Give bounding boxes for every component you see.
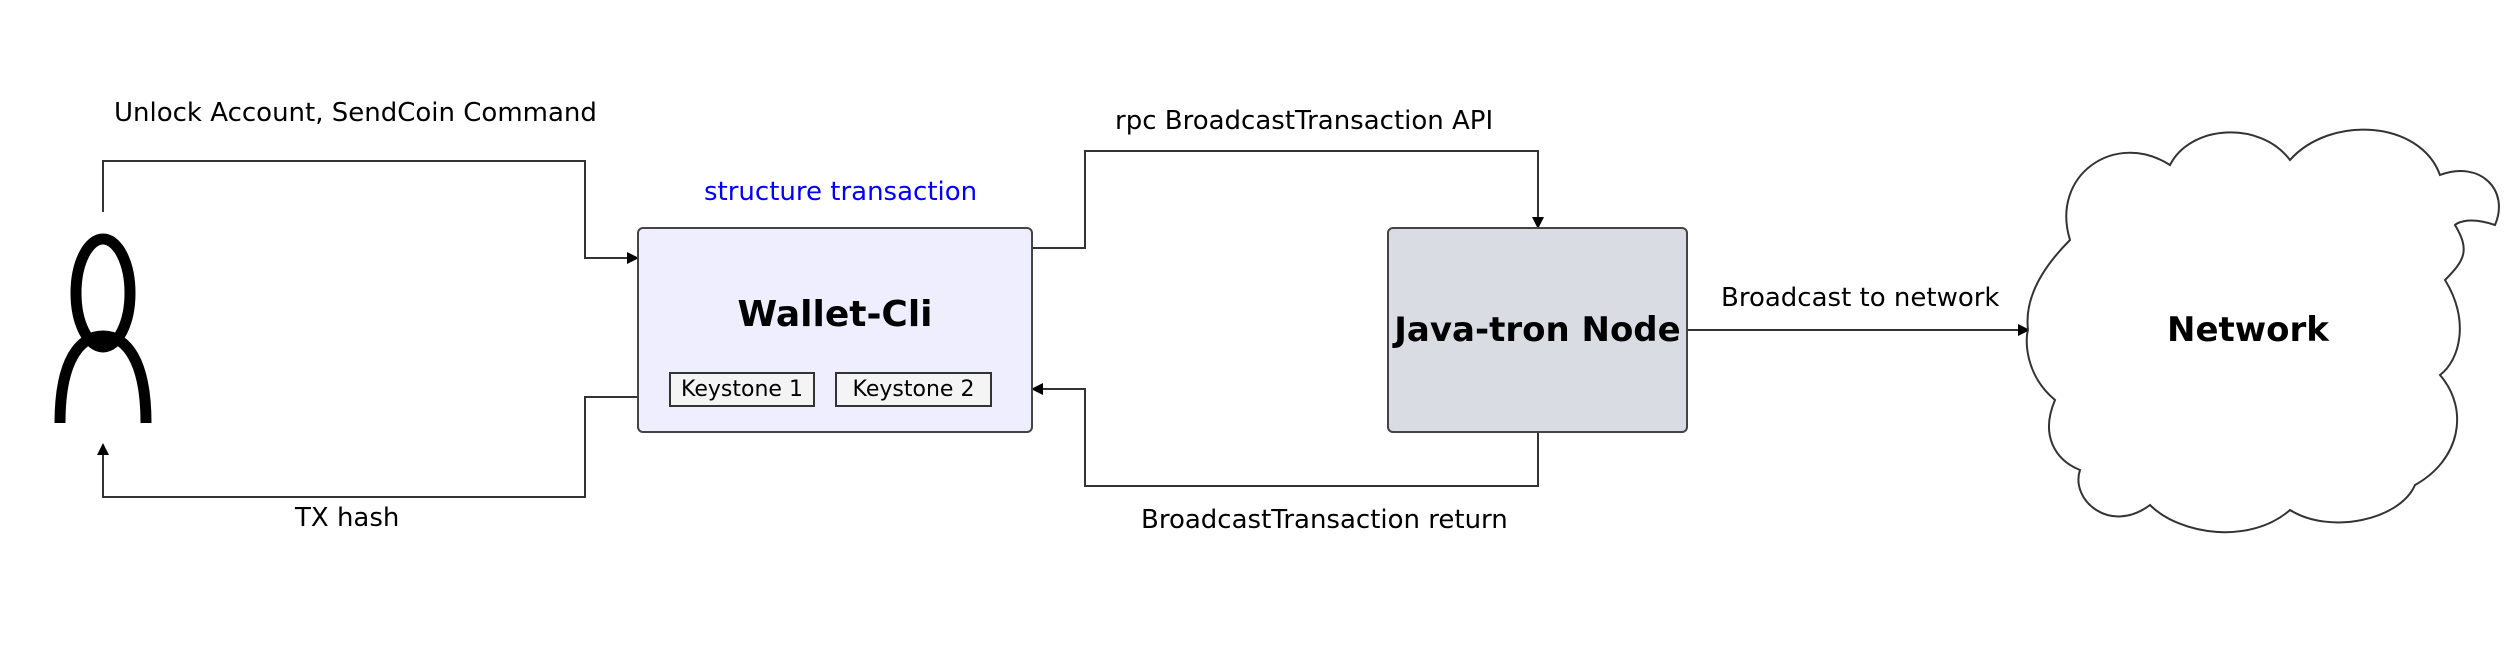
java-tron-node-box: Java-tron Node — [1387, 227, 1688, 433]
wallet-cli-box: Wallet-Cli Keystone 1 Keystone 2 — [637, 227, 1033, 433]
label-rpc-broadcast: rpc BroadcastTransaction API — [1115, 106, 1494, 136]
keystone-2: Keystone 2 — [835, 372, 992, 407]
user-icon — [54, 233, 152, 424]
java-tron-node-title: Java-tron Node — [1394, 310, 1681, 350]
arrow-wallet-to-user — [97, 396, 637, 498]
arrow-wallet-to-node — [1033, 150, 1544, 249]
arrow-node-to-wallet — [1031, 383, 1539, 487]
label-unlock-command: Unlock Account, SendCoin Command — [114, 98, 597, 128]
network-title: Network — [2167, 310, 2329, 350]
label-broadcast-network: Broadcast to network — [1721, 283, 2000, 313]
label-structure-transaction: structure transaction — [704, 177, 978, 207]
label-tx-hash: TX hash — [295, 503, 400, 533]
wallet-cli-title: Wallet-Cli — [737, 294, 933, 335]
network-cloud-icon — [2025, 128, 2500, 534]
label-broadcast-return: BroadcastTransaction return — [1141, 505, 1508, 535]
arrow-user-to-wallet — [102, 160, 639, 264]
keystone-1: Keystone 1 — [669, 372, 815, 407]
